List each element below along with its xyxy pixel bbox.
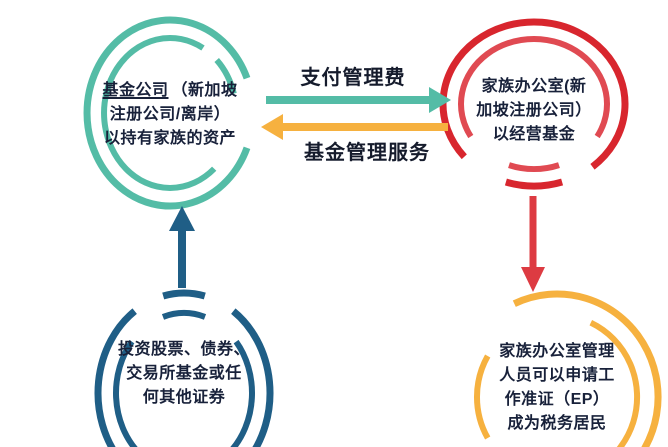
work-permit-label-line2: 人员可以申请工 xyxy=(499,367,615,384)
fund-company-underlined-text: 基金公司 xyxy=(102,82,169,99)
work-permit-label-line3: 作准证（EP） xyxy=(504,391,610,408)
invest-up-arrow-icon xyxy=(169,206,195,288)
investments-ring xyxy=(94,289,274,447)
family-office-label: 家族办公室(新 加坡注册公司） 以经营基金 xyxy=(449,75,619,147)
investments-label-line1: 投资股票、债券、 xyxy=(117,341,250,358)
family-office-label-line2: 加坡注册公司） xyxy=(476,102,592,119)
fund-service-arrow-icon xyxy=(261,114,448,140)
investments-label: 投资股票、债券、 交易所基金或任 何其他证券 xyxy=(94,338,274,410)
investments-label-line3: 何其他证券 xyxy=(142,389,226,406)
work-permit-ring xyxy=(473,290,662,447)
family-office-label-line3: 以经营基金 xyxy=(492,126,576,143)
fund-company-line1-rest: （新加坡 xyxy=(171,82,238,99)
investments-label-line2: 交易所基金或任 xyxy=(126,365,242,382)
family-office-label-line1: 家族办公室(新 xyxy=(481,78,587,95)
pay-fee-arrow-icon xyxy=(266,87,451,113)
fund-company-ring xyxy=(83,16,251,210)
fund-service-label: 基金管理服务 xyxy=(304,142,430,164)
fund-company-label-line1: 基金公司（新加坡 xyxy=(88,79,252,103)
pay-fee-label: 支付管理费 xyxy=(300,67,406,89)
work-permit-label-line4: 成为税务居民 xyxy=(507,415,607,432)
fund-company-label: 基金公司（新加坡 注册公司/离岸） 以持有家族的资产 xyxy=(88,79,252,151)
work-permit-label: 家族办公室管理 人员可以申请工 作准证（EP） 成为税务居民 xyxy=(467,340,647,436)
apply-ep-down-arrow-icon xyxy=(521,196,545,292)
work-permit-label-line1: 家族办公室管理 xyxy=(499,343,615,360)
fund-company-label-line2: 注册公司/离岸） xyxy=(109,106,231,123)
fund-company-label-line3: 以持有家族的资产 xyxy=(103,130,236,147)
